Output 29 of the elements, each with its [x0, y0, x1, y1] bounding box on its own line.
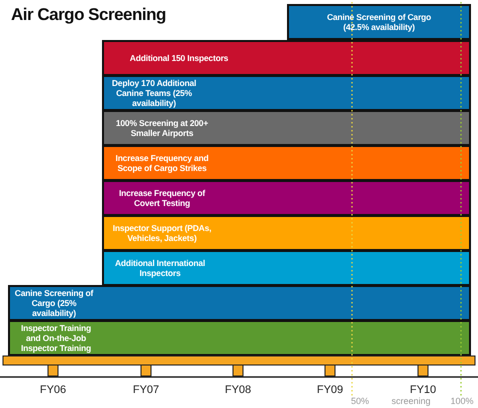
axis-label: FY09	[316, 384, 344, 396]
timeline-bar	[102, 180, 471, 216]
axis-label: FY06	[40, 384, 66, 396]
bar-label: Additional International Inspectors	[114, 258, 206, 278]
bar-label: Additional 150 Inspectors	[128, 53, 230, 63]
axis-label: FY07	[132, 384, 160, 396]
axis-label: FY08	[224, 384, 252, 396]
timeline-bar	[8, 320, 471, 356]
bar-label: Deploy 170 Additional Canine Teams (25% availability)	[110, 78, 198, 108]
timeline-bar	[102, 250, 471, 286]
bar-label: 100% Screening at 200+ Smaller Airports	[114, 118, 210, 138]
timeline-bar	[8, 285, 471, 321]
bar-label: Increase Frequency and Scope of Cargo Strikes	[114, 153, 210, 173]
scale-label: 50%	[351, 396, 369, 406]
scale-label: screening	[391, 396, 431, 406]
bar-label: Canine Screening of Cargo (42.5% availability)	[326, 12, 432, 32]
chart-title: Air Cargo Screening	[11, 5, 166, 25]
timeline-bar	[102, 145, 471, 181]
bar-label: Increase Frequency of Covert Testing	[118, 188, 206, 208]
timeline-bar	[102, 110, 471, 146]
bar-label: Inspector Training and On-the-Job Inspector Training	[20, 323, 92, 353]
bar-label: Canine Screening of Cargo (25% availability)	[14, 288, 94, 318]
scale-label: 100%	[450, 396, 474, 406]
timeline-bar	[287, 4, 471, 40]
timeline-bar	[102, 40, 471, 76]
timeline-bar	[102, 215, 471, 251]
axis-label: FY10	[410, 384, 436, 396]
bar-label: Inspector Support (PDAs, Vehicles, Jackets)	[112, 223, 212, 243]
timeline-bar	[102, 75, 471, 111]
